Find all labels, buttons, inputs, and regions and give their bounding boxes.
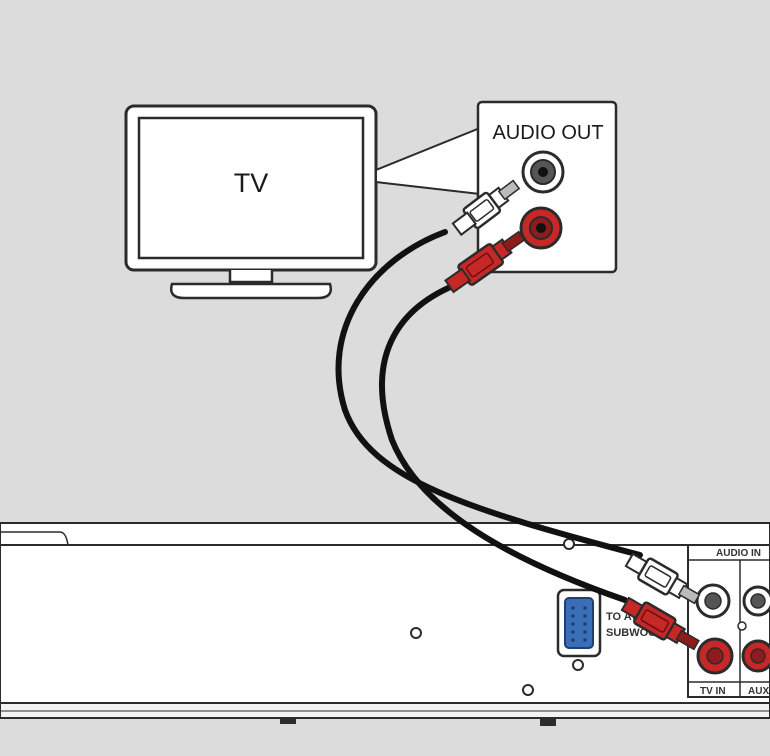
aux-white-jack — [742, 585, 770, 617]
receiver-foot-left — [280, 718, 296, 724]
receiver-top-edge-line — [0, 531, 69, 546]
tv-screen — [137, 116, 365, 260]
audio-out-title: AUDIO OUT — [492, 122, 603, 144]
tv-in-red-jack — [696, 637, 734, 675]
aux-label: AUX — [748, 686, 769, 697]
receiver-foot-right — [540, 718, 556, 726]
subwoofer-connector — [556, 588, 602, 658]
aux-red-jack — [741, 639, 770, 673]
screw-hole — [572, 659, 584, 671]
tv-in-white-jack — [695, 583, 731, 619]
white-plug-bottom — [624, 552, 701, 605]
audio-out-red-jack — [519, 206, 563, 250]
red-plug-bottom — [620, 596, 700, 651]
audio-out-panel: AUDIO OUT — [476, 100, 618, 274]
screw-hole — [563, 538, 575, 550]
screw-hole — [410, 627, 422, 639]
red-plug-top — [444, 230, 526, 294]
white-plug-top — [451, 179, 521, 237]
audio-in-label: AUDIO IN — [716, 548, 761, 559]
red-cable — [379, 282, 628, 603]
tv-stand-base — [170, 282, 332, 300]
tv-illustration: TV — [124, 104, 378, 300]
tv-label: TV — [234, 168, 269, 198]
screw-hole — [522, 684, 534, 696]
receiver-top-surface — [0, 522, 770, 546]
tv-in-label: TV IN — [700, 686, 726, 697]
audio-cables — [335, 229, 643, 603]
audio-in-section: AUDIO IN TV IN AUX — [687, 544, 770, 698]
white-cable — [335, 229, 643, 558]
tv-stand-neck — [228, 270, 274, 284]
audio-out-white-jack — [521, 150, 565, 194]
